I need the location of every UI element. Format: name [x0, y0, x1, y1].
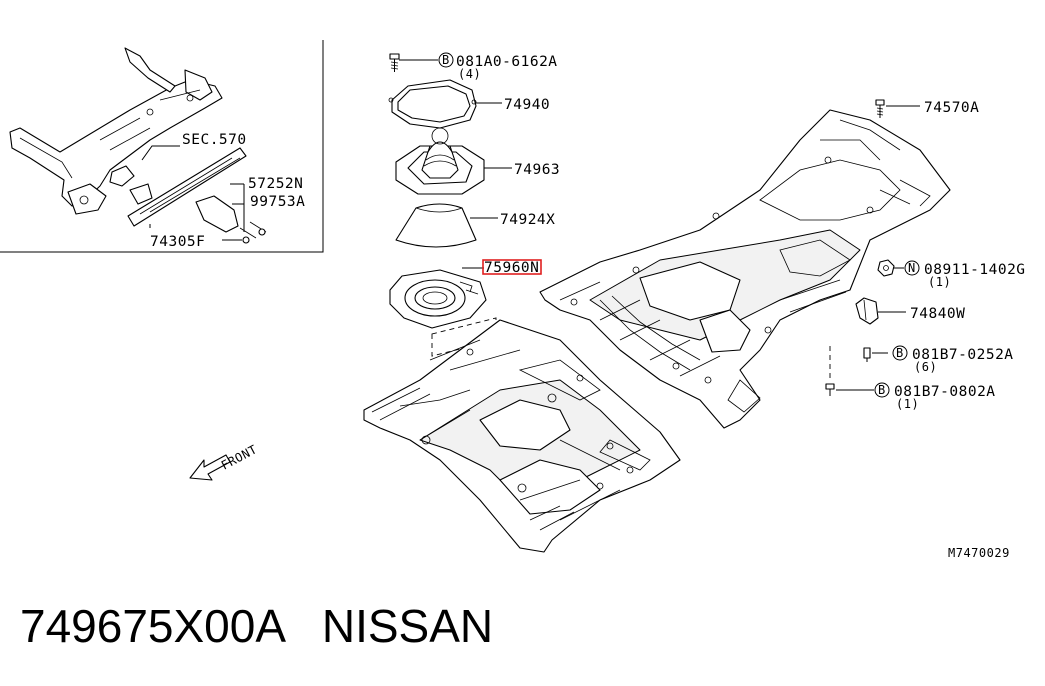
n-marker-icon: N: [904, 260, 920, 276]
qty-081a0-6162a: (4): [458, 67, 481, 81]
cone-part-74924x: [395, 203, 477, 248]
insulator-part-75960n: [389, 269, 487, 329]
ring-part-74940: [388, 79, 477, 129]
rear-floor-panel: [539, 109, 951, 429]
screw-icon: [875, 99, 885, 118]
bolt-icon: [389, 53, 400, 72]
inset-frame-rails: [9, 47, 267, 244]
label-081a0-6162a[interactable]: 081A0-6162A: [456, 54, 558, 70]
right-hardware: 74570A N 08911-1402G (1) 74840W: [825, 99, 1026, 411]
diagram-code: M7470029: [948, 546, 1010, 560]
label-75960n[interactable]: 75960N: [484, 260, 539, 276]
part-number: 749675X00A: [20, 600, 284, 652]
label-081b7-0252a[interactable]: 081B7-0252A: [912, 347, 1014, 363]
inset-label-99753a[interactable]: 99753A: [250, 194, 305, 210]
boot-part-74963: [395, 127, 485, 195]
bolt-icon-low: [825, 383, 835, 396]
nut-icon: [877, 259, 895, 277]
highlight-box: [482, 259, 542, 275]
label-74840w[interactable]: 74840W: [910, 306, 965, 322]
label-08911-1402g[interactable]: 08911-1402G: [924, 262, 1026, 278]
label-74570a[interactable]: 74570A: [924, 100, 979, 116]
exploded-stack: B 081A0-6162A (4) 74940 74963: [388, 52, 560, 357]
brand-name: NISSAN: [321, 600, 494, 652]
qty-08911-1402g: (1): [928, 275, 951, 289]
inset-label-57252n[interactable]: 57252N: [248, 176, 303, 192]
label-74963[interactable]: 74963: [514, 162, 560, 178]
inset-label-74305f[interactable]: 74305F: [150, 234, 205, 250]
bracket-icon: [855, 297, 879, 325]
sec-ref-label[interactable]: SEC.570: [182, 132, 247, 148]
front-label: FRONT: [219, 442, 260, 472]
bolt-icon-mid: [863, 347, 871, 362]
b-marker-icon: B: [438, 52, 454, 68]
label-74924x[interactable]: 74924X: [500, 212, 555, 228]
inset-panel: SEC.570 57252N 99753A 74305F: [0, 40, 324, 253]
label-081b7-0802a[interactable]: 081B7-0802A: [894, 384, 996, 400]
qty-081b7-0252a: (6): [914, 360, 937, 374]
svg-text:B: B: [878, 383, 886, 397]
b-marker-icon-mid: B: [892, 345, 908, 361]
front-arrow: FRONT: [189, 442, 260, 481]
front-floor-panel: [363, 319, 681, 553]
qty-081b7-0802a: (1): [896, 397, 919, 411]
svg-text:N: N: [908, 261, 916, 275]
svg-text:B: B: [896, 346, 904, 360]
part-caption: 749675X00A NISSAN: [20, 596, 493, 656]
b-marker-icon-low: B: [874, 382, 890, 398]
label-74940[interactable]: 74940: [504, 97, 550, 113]
svg-text:B: B: [442, 53, 450, 67]
